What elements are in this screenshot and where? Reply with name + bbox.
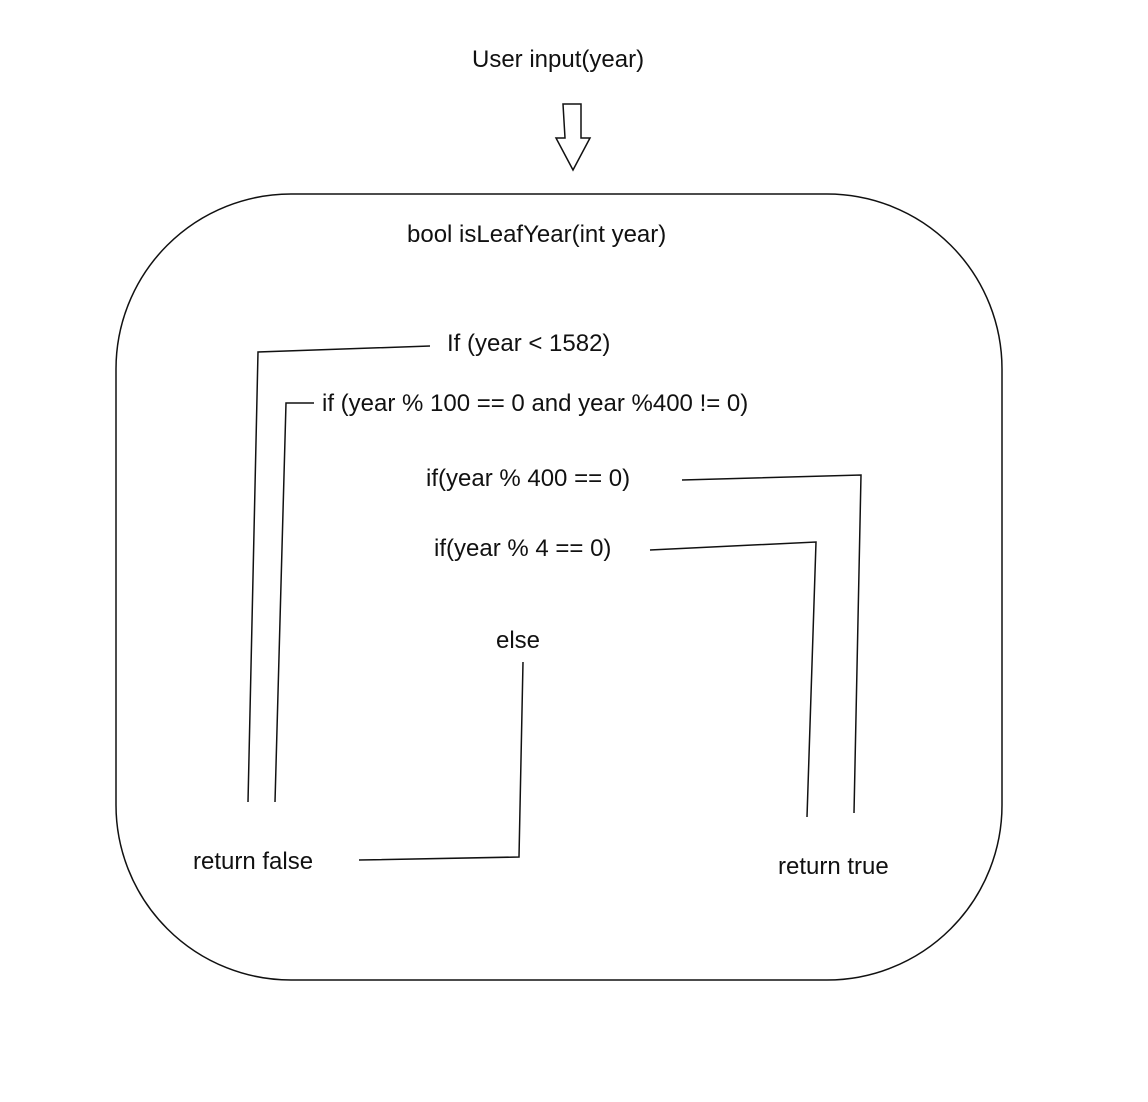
input-label: User input(year) [472,46,645,73]
output-return-true: return true [778,853,889,880]
connector-1582-to-false [247,345,431,803]
output-return-false: return false [193,848,314,875]
connector-4-to-true [649,541,817,818]
down-arrow-icon [554,103,592,172]
connector-century-to-false [274,402,314,803]
connector-else-to-false [358,661,524,861]
condition-else: else [496,627,541,654]
function-box [115,193,1003,981]
condition-century-not-400: if (year % 100 == 0 and year %400 != 0) [322,390,749,417]
connector-400-to-true [681,474,862,814]
condition-divisible-400: if(year % 400 == 0) [426,465,631,492]
condition-before-1582: If (year < 1582) [447,330,611,357]
function-signature: bool isLeafYear(int year) [407,221,667,248]
condition-divisible-4: if(year % 4 == 0) [434,535,612,562]
